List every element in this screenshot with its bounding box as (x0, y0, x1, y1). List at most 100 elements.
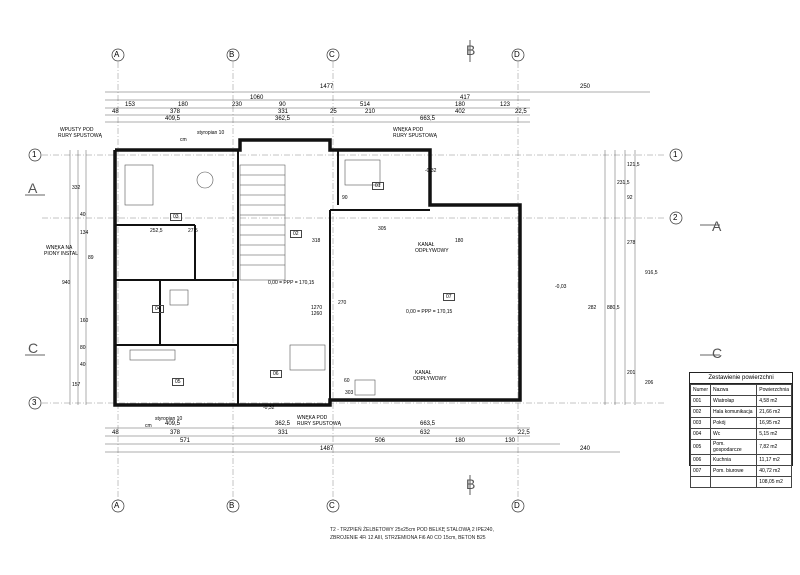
axis-label-d-top: D (514, 50, 520, 59)
room-04: 04 (152, 305, 164, 313)
table-row: 002 Hala komunikacja 21,66 m2 (689, 406, 792, 418)
dim-top-378: 378 (170, 109, 181, 115)
dim-top-90: 90 (279, 102, 286, 108)
note-minus-0-32-b: -0,32 (263, 405, 275, 411)
note-wpusty-top-left: WPUSTY POD (60, 127, 94, 133)
dim-top-48: 48 (112, 109, 119, 115)
note-rury-top-right: RURY SPUSTOWĄ (393, 133, 437, 139)
note-305: 305 (378, 226, 387, 232)
cell-number: 001 (689, 395, 712, 407)
cell-name: Wc (710, 428, 758, 440)
cell-area: 4,58 m2 (756, 395, 792, 407)
dim-left-134: 134 (80, 230, 89, 236)
note-przewod-2: ODPŁYWOWY (413, 376, 447, 382)
dim-top-362-5: 362,5 (275, 116, 291, 122)
dim-bottom-180: 180 (455, 438, 466, 444)
footer-line-2: ZBROJENIE 4Fi 12 AIII, STRZEMIONA Fi6 A0… (330, 535, 486, 541)
dim-top-514: 514 (360, 102, 371, 108)
note-styropian-top: styropian 10 (197, 130, 225, 136)
table-header-row: Numer Nazwa Powierzchnia (689, 384, 792, 396)
cell-total-area: 108,05 m2 (756, 476, 792, 488)
dim-top-409-5: 409,5 (165, 116, 181, 122)
note-kanal-2: KANAŁ (415, 370, 432, 376)
dim-top-153: 153 (125, 102, 136, 108)
dim-bottom-632: 632 (420, 430, 431, 436)
dim-right-231-5: 231,5 (617, 180, 630, 186)
section-label-a-left: A (28, 180, 38, 196)
cell-area: 40,72 m2 (756, 465, 792, 477)
note-90: 90 (342, 195, 348, 201)
room-02: 02 (290, 230, 302, 238)
room-07: 07 (443, 293, 455, 301)
note-27-5: 27,5 (188, 228, 198, 234)
dim-top-663-5: 663,5 (420, 116, 436, 122)
section-label-b-top: B (466, 42, 476, 58)
axis-label-1-right: 1 (673, 150, 678, 159)
cell-area: 5,15 m2 (756, 428, 792, 440)
cell-area: 11,17 m2 (756, 454, 792, 466)
dim-right-278: 278 (627, 240, 636, 246)
table-row: 001 Wiatrołap 4,58 m2 (689, 395, 792, 407)
dim-top-1060: 1060 (250, 95, 264, 101)
cell-name: Hala komunikacja (710, 406, 758, 418)
dim-right-916-5: 916,5 (645, 270, 658, 276)
axis-label-c-top: C (329, 50, 335, 59)
table-total-row: 108,05 m2 (689, 476, 792, 488)
note-wpusty-top-right: WNĘKA POD (393, 127, 424, 133)
note-minus-0-03: -0,03 (555, 284, 567, 290)
dim-bottom-571: 571 (180, 438, 191, 444)
cell-area: 21,66 m2 (756, 406, 792, 418)
note-kanal-1: KANAŁ (418, 242, 435, 248)
table-row: 006 Kuchnia 11,17 m2 (689, 454, 792, 466)
dim-top-402: 402 (455, 109, 466, 115)
note-180: 180 (455, 238, 464, 244)
header-name: Nazwa (710, 384, 758, 396)
axis-label-3-left: 3 (32, 398, 37, 407)
dim-left-40b: 40 (80, 362, 86, 368)
dim-left-160: 160 (80, 318, 89, 324)
dim-right-880-5: 880,5 (607, 305, 620, 311)
cell-number: 005 (689, 439, 712, 455)
dim-bottom-506: 506 (375, 438, 386, 444)
axis-label-1-left: 1 (32, 150, 37, 159)
table-row: 003 Pokój 16,95 m2 (689, 417, 792, 429)
note-303: 303 (345, 390, 354, 396)
dim-right-121-5: 121,5 (627, 162, 640, 168)
room-01: 01 (372, 182, 384, 190)
cell-area: 16,95 m2 (756, 417, 792, 429)
dim-top-180b: 180 (455, 102, 466, 108)
cell-name (710, 476, 758, 488)
dim-left-40: 40 (80, 212, 86, 218)
dim-left-332: 332 (72, 185, 81, 191)
table-row: 004 Wc 5,15 m2 (689, 428, 792, 440)
note-1270: 1270 (311, 305, 323, 311)
room-06: 06 (270, 370, 282, 378)
cell-name: Kuchnia (710, 454, 758, 466)
section-label-c-right: C (712, 345, 723, 361)
dim-right-206: 206 (645, 380, 654, 386)
note-wnetka-pion: WNĘKA NA (46, 245, 73, 251)
note-270: 270 (338, 300, 347, 306)
dim-left-940: 940 (62, 280, 71, 286)
dim-right-92: 92 (627, 195, 633, 201)
axis-label-a-bottom: A (114, 501, 120, 510)
section-label-b-bottom: B (466, 476, 476, 492)
dim-top-417: 417 (460, 95, 471, 101)
axis-label-c-bottom: C (329, 501, 335, 510)
header-area: Powierzchnia (756, 384, 792, 396)
axis-label-d-bottom: D (514, 501, 520, 510)
cell-name: Pom. gospodarcze (710, 439, 758, 455)
area-summary-title: Zestawienie powierzchni (690, 373, 792, 384)
dim-bottom-663-5: 663,5 (420, 421, 436, 427)
axis-label-a-top: A (114, 50, 120, 59)
dim-bottom-240: 240 (580, 446, 591, 452)
note-ppp-2: 0,00 = PPP = 170,15 (406, 309, 453, 315)
note-styropian-bottom: styropian 10 (155, 416, 183, 422)
note-pion-instal: PIONY INSTAL (44, 251, 78, 257)
note-ppp-1: 0,00 = PPP = 170,15 (268, 280, 315, 286)
dim-top-230: 230 (232, 102, 243, 108)
dim-top-250: 250 (580, 84, 591, 90)
axis-label-b-top: B (229, 50, 235, 59)
cell-number: 003 (689, 417, 712, 429)
